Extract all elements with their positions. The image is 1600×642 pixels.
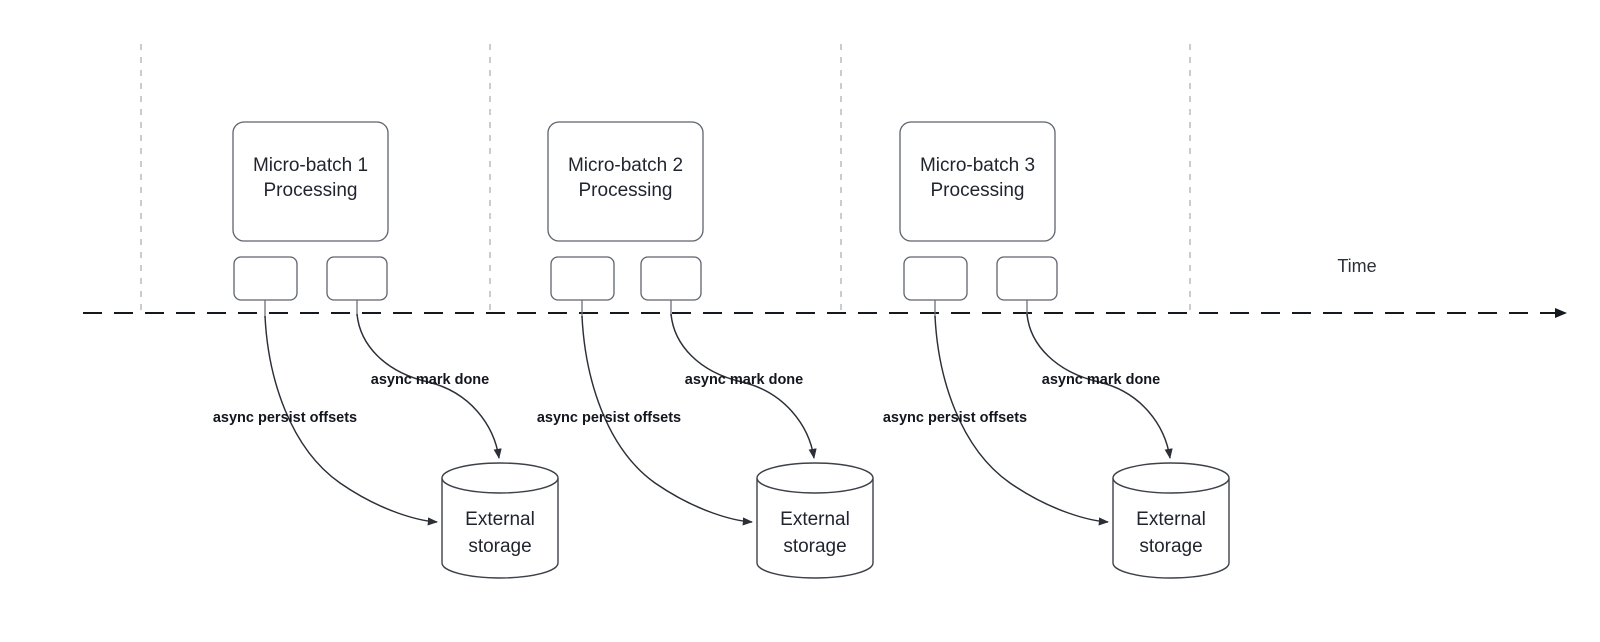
external-storage-3-label-line1: External [1136, 509, 1206, 530]
micro-batch-1-group: Micro-batch 1 Processing async mark done… [213, 121, 559, 579]
external-storage-1-top [441, 462, 559, 494]
micro-batch-1-label-line2: Processing [264, 180, 358, 201]
micro-batch-3-mark-done-label: async mark done [1042, 372, 1160, 388]
micro-batch-1-persist-offsets-edge [264, 315, 438, 526]
micro-batch-1-label-line1: Micro-batch 1 [253, 155, 368, 176]
micro-batch-2-persist-offsets-edge [581, 315, 753, 526]
micro-batch-3-group: Micro-batch 3 Processing async mark done… [883, 121, 1230, 579]
micro-batch-2-mark-done-edge [670, 313, 817, 459]
micro-batch-2-box[interactable] [547, 121, 704, 242]
micro-batch-1-persist-offsets-task[interactable] [233, 256, 298, 301]
micro-batch-2-group: Micro-batch 2 Processing async mark done… [537, 121, 874, 579]
external-storage-3-label-line2: storage [1139, 536, 1202, 557]
micro-batch-2-label-line2: Processing [579, 180, 673, 201]
time-axis-label: Time [1337, 256, 1376, 276]
micro-batch-3-external-storage[interactable]: External storage [1112, 462, 1230, 579]
external-storage-2-label-line1: External [780, 509, 850, 530]
external-storage-1-body [441, 478, 559, 579]
micro-batch-1-persist-offsets-label: async persist offsets [213, 410, 357, 426]
external-storage-2-label-line2: storage [783, 536, 846, 557]
external-storage-3-body [1112, 478, 1230, 579]
micro-batch-2-external-storage[interactable]: External storage [756, 462, 874, 579]
micro-batch-3-label-line1: Micro-batch 3 [920, 155, 1035, 176]
micro-batch-1-box[interactable] [232, 121, 389, 242]
micro-batch-2-persist-offsets-task[interactable] [550, 256, 615, 301]
micro-batch-3-persist-offsets-label: async persist offsets [883, 410, 1027, 426]
micro-batch-2-mark-done-task[interactable] [640, 256, 702, 301]
micro-batch-1-external-storage[interactable]: External storage [441, 462, 559, 579]
external-storage-1-label-line1: External [465, 509, 535, 530]
micro-batch-1-mark-done-label: async mark done [371, 372, 489, 388]
external-storage-1-label-line2: storage [468, 536, 531, 557]
micro-batch-3-persist-offsets-task[interactable] [903, 256, 968, 301]
micro-batch-2-persist-offsets-label: async persist offsets [537, 410, 681, 426]
tick-lines-group [140, 44, 1191, 313]
micro-batch-3-mark-done-task[interactable] [996, 256, 1058, 301]
time-axis: Time [83, 256, 1567, 318]
micro-batch-3-box[interactable] [899, 121, 1056, 242]
micro-batch-3-persist-offsets-edge [934, 315, 1109, 526]
external-storage-2-top [756, 462, 874, 494]
micro-batch-2-label-line1: Micro-batch 2 [568, 155, 683, 176]
micro-batch-1-mark-done-task[interactable] [326, 256, 388, 301]
micro-batch-3-mark-done-edge [1026, 313, 1173, 459]
micro-batch-1-mark-done-edge [356, 313, 502, 459]
micro-batch-3-label-line2: Processing [931, 180, 1025, 201]
micro-batch-2-mark-done-label: async mark done [685, 372, 803, 388]
external-storage-2-body [756, 478, 874, 579]
external-storage-3-top [1112, 462, 1230, 494]
